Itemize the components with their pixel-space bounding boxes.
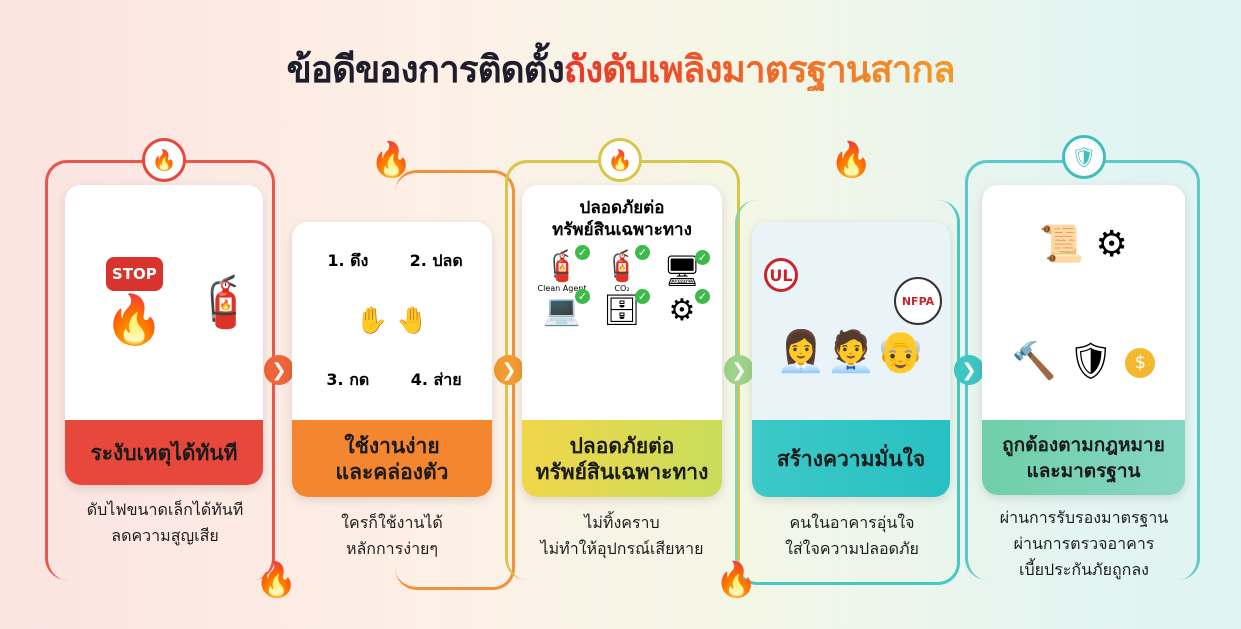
- illustration-certificate-gavel: 📜 ⚙ 🔨 🛡 $: [982, 185, 1185, 420]
- card-asset-safety: ปลอดภัยต่อ ทรัพย์สินเฉพาะทาง 🧯✓Clean Age…: [522, 185, 722, 497]
- flame-icon: 🔥: [370, 140, 413, 180]
- coin-icon: $: [1125, 348, 1156, 379]
- card-label: ระงับเหตุได้ทันที: [65, 420, 263, 485]
- illustration-extinguisher-stop: STOP🔥 🧯: [65, 185, 263, 420]
- card-immediate-response: STOP🔥 🧯 ระงับเหตุได้ทันที: [65, 185, 263, 485]
- card-confidence: UL NFPA 👩‍💼🧑‍💼👴 สร้างความมั่นใจ: [752, 222, 950, 497]
- machine-icon: ⚙✓: [652, 289, 712, 328]
- illustration-protected-equipment: ปลอดภัยต่อ ทรัพย์สินเฉพาะทาง 🧯✓Clean Age…: [522, 185, 722, 420]
- card-description: ผ่านการรับรองมาตรฐานผ่านการตรวจอาคารเบี้…: [999, 508, 1169, 579]
- illustration-heading: ปลอดภัยต่อ ทรัพย์สินเฉพาะทาง: [552, 198, 692, 240]
- server-icon: 🗄✓: [592, 289, 652, 328]
- card-label: ถูกต้องตามกฎหมาย และมาตรฐาน: [982, 420, 1185, 495]
- card-label: ใช้งานง่าย และคล่องตัว: [292, 420, 492, 497]
- card-description: ดับไฟขนาดเล็กได้ทันทีลดความสูญเสีย: [86, 500, 244, 545]
- flame-icon: 🔥: [715, 560, 758, 600]
- title-part-2: ถังดับเพลิงมาตรฐานสากล: [563, 48, 956, 91]
- card-description: ไม่ทิ้งคราบไม่ทำให้อุปกรณ์เสียหาย: [540, 513, 704, 558]
- step-pull: 1. ดึง: [327, 251, 369, 270]
- step-press: 3. กด: [326, 370, 370, 389]
- page-title: ข้อดีของการติดตั้งถังดับเพลิงมาตรฐานสากล: [0, 40, 1241, 99]
- card-legal-compliance: 📜 ⚙ 🔨 🛡 $ ถูกต้องตามกฎหมาย และมาตรฐาน: [982, 185, 1185, 495]
- chevron-right-icon: ❯: [494, 355, 524, 385]
- stop-sign: STOP: [105, 257, 163, 291]
- chevron-right-icon: ❯: [264, 355, 294, 385]
- nfpa-logo: NFPA: [894, 277, 942, 325]
- shield-check-icon: 🛡: [1062, 135, 1106, 179]
- card-label: ปลอดภัยต่อ ทรัพย์สินเฉพาะทาง: [522, 420, 722, 497]
- card-label: สร้างความมั่นใจ: [752, 420, 950, 497]
- connector-4: [735, 200, 960, 585]
- fire-icon: 🔥: [142, 138, 186, 182]
- flame-icon: 🔥: [830, 140, 873, 180]
- chevron-right-icon: ❯: [954, 355, 984, 385]
- extinguisher-icon: 🧯: [193, 273, 256, 331]
- computer-icon: 💻✓: [532, 289, 592, 328]
- card-easy-to-use: 1. ดึง 2. ปลด ✋ 🤚 3. กด 4. ส่าย ใช้งานง่…: [292, 222, 492, 497]
- card-description: คนในอาคารอุ่นใจใส่ใจความปลอดภัย: [785, 513, 919, 558]
- illustration-usage-steps: 1. ดึง 2. ปลด ✋ 🤚 3. กด 4. ส่าย: [292, 222, 492, 420]
- monitor-icon: 🖥✓: [652, 249, 712, 289]
- ul-logo: UL: [764, 258, 798, 292]
- step-sweep: 4. ส่าย: [410, 370, 462, 389]
- title-part-1: ข้อดีของการติดตั้ง: [286, 48, 564, 91]
- clean-agent-tank: 🧯✓Clean Agent: [532, 245, 592, 293]
- fire-icon: 🔥: [598, 138, 642, 182]
- chevron-right-icon: ❯: [724, 355, 754, 385]
- co2-tank: 🧯✓CO₂: [592, 245, 652, 293]
- step-release: 2. ปลด: [409, 251, 463, 270]
- card-description: ใครก็ใช้งานได้หลักการง่ายๆ: [341, 513, 443, 558]
- flame-icon: 🔥: [255, 560, 298, 600]
- illustration-people-building: UL NFPA 👩‍💼🧑‍💼👴: [752, 222, 950, 420]
